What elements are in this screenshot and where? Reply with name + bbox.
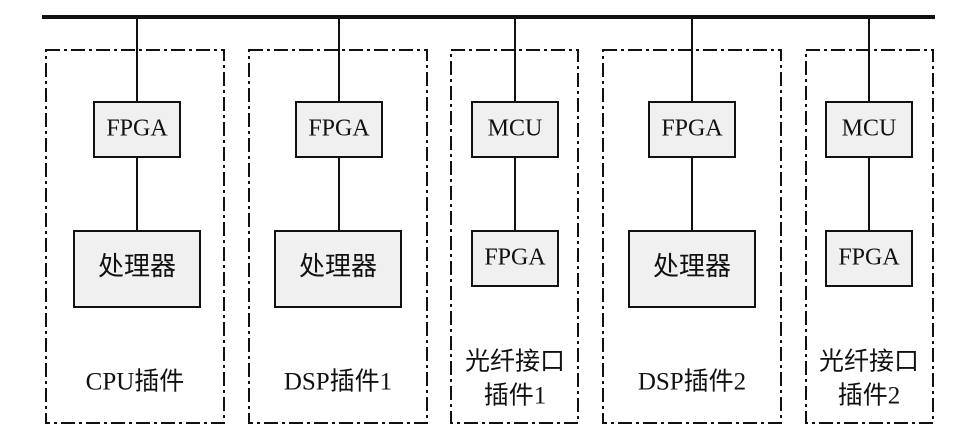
module-dsp2: FPGA 处理器 DSP插件2: [602, 17, 782, 424]
module-fiber2: MCU FPGA 光纤接口 插件2: [805, 17, 934, 424]
bottom-box: [274, 230, 402, 308]
bottom-box: [628, 230, 756, 308]
bottom-box: [825, 230, 913, 287]
bottom-box-label: 处理器: [98, 252, 176, 281]
bottom-box: [73, 230, 201, 308]
module-dsp1: FPGA 处理器 DSP插件1: [248, 17, 428, 424]
bottom-box-label: 处理器: [653, 252, 731, 281]
module-cpu: FPGA 处理器 CPU插件: [45, 17, 225, 424]
top-box: [648, 101, 736, 158]
module-label-line2: 插件1: [484, 382, 547, 410]
module-fiber1: MCU FPGA 光纤接口 插件1: [450, 17, 579, 424]
top-box-label: FPGA: [106, 116, 168, 142]
module-label-line2: 插件2: [838, 382, 901, 410]
top-box: [93, 101, 181, 158]
bottom-box-label: 处理器: [299, 252, 377, 281]
top-box: [825, 101, 913, 158]
bottom-box: [471, 230, 559, 287]
top-box-label: MCU: [488, 116, 543, 142]
bottom-box-label: FPGA: [484, 245, 546, 271]
module-label: DSP插件2: [638, 368, 746, 396]
module-label-line1: 光纤接口: [465, 348, 565, 376]
module-label: DSP插件1: [284, 368, 392, 396]
module-label-line1: 光纤接口: [819, 348, 919, 376]
bottom-box-label: FPGA: [838, 245, 900, 271]
top-box-label: FPGA: [661, 116, 723, 142]
top-box-label: FPGA: [308, 116, 370, 142]
module-label: CPU插件: [86, 368, 185, 396]
top-box-label: MCU: [842, 116, 897, 142]
module-border: [45, 49, 225, 424]
